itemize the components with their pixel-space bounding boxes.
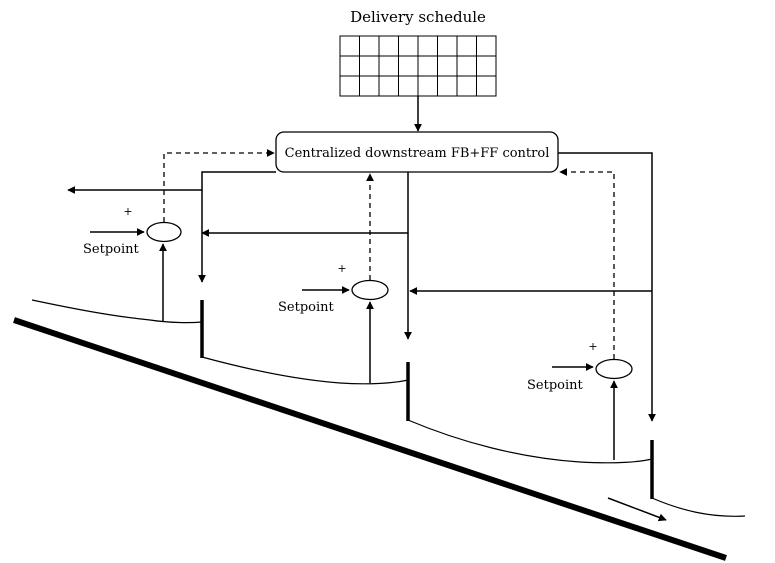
feedback-1-dashed-arrow [163,149,275,222]
setpoint-label-3: Setpoint [527,378,584,393]
schedule-title: Delivery schedule [350,8,486,26]
sign-label-2: + [337,262,346,275]
water-surface-pool-3 [407,419,653,464]
gate-1-feedforward-arrow [201,172,409,237]
sign-label-3: + [588,340,597,353]
summing-junction-2 [351,279,389,301]
setpoint-label-1: Setpoint [83,242,140,257]
controller-label: Centralized downstream FB+FF control [285,146,550,161]
ground-line [13,317,727,561]
summing-junction-1 [146,221,182,243]
sign-label-1: + [123,205,132,218]
setpoint-label-2: Setpoint [278,300,335,315]
summing-junction-3 [595,358,633,380]
water-surface-pool-2 [201,356,409,385]
feedback-3-dashed-arrow [559,168,615,359]
water-surface-pool-1 [31,299,203,324]
upstream-command-arrow [67,171,276,194]
water-surface-outlet [651,497,746,517]
schedule-grid [339,35,497,97]
controller-box [275,131,559,173]
gate-3-command-arrow [558,152,656,422]
outflow-arrow [607,497,667,522]
